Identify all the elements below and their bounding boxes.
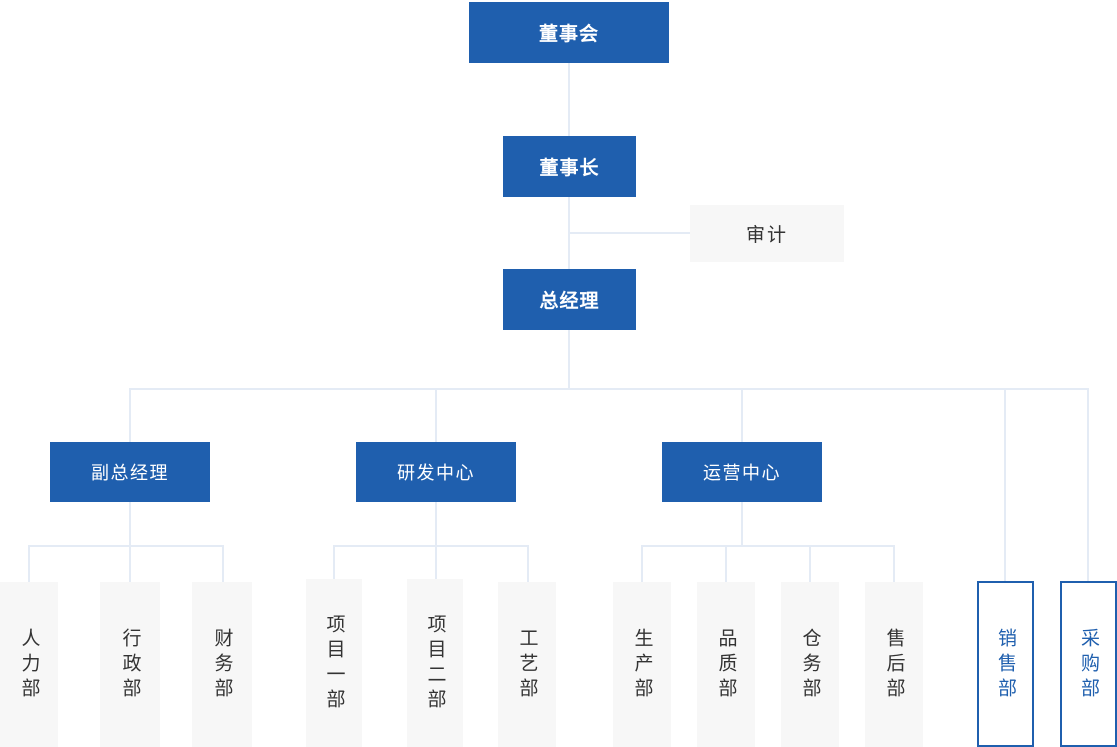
node-audit[interactable]: 审计	[690, 205, 844, 262]
connector-deputy-gm-bus	[28, 545, 224, 547]
node-ops-center[interactable]: 运营中心	[662, 442, 822, 502]
node-dept-sales[interactable]: 销售部	[977, 581, 1034, 747]
connector-drop-admin	[129, 545, 131, 582]
node-dept-quality[interactable]: 品质部	[697, 582, 755, 747]
connector-main-bus	[129, 388, 1089, 390]
connector-bus-drop-purchasing	[1087, 388, 1089, 581]
connector-drop-quality	[725, 545, 727, 582]
node-dept-hr[interactable]: 人力部	[0, 582, 58, 747]
connector-drop-finance	[222, 545, 224, 582]
connector-rd-center-bus	[333, 545, 529, 547]
node-dept-production[interactable]: 生产部	[613, 582, 671, 747]
connector-bus-drop-deputy-gm	[129, 388, 131, 442]
connector-bus-drop-sales	[1004, 388, 1006, 581]
node-dept-project-one[interactable]: 项目一部	[306, 579, 362, 747]
connector-ops-center-bus	[641, 545, 895, 547]
connector-deputy-gm-stem	[129, 502, 131, 546]
node-dept-warehouse[interactable]: 仓务部	[781, 582, 839, 747]
node-deputy-gm[interactable]: 副总经理	[50, 442, 210, 502]
node-general-manager[interactable]: 总经理	[503, 269, 636, 330]
connector-drop-warehouse	[809, 545, 811, 582]
node-board[interactable]: 董事会	[469, 2, 669, 63]
connector-board-to-chairman	[568, 63, 570, 136]
connector-trunk-to-audit	[570, 232, 690, 234]
node-chairman[interactable]: 董事长	[503, 136, 636, 197]
node-dept-purchasing[interactable]: 采购部	[1060, 581, 1117, 747]
connector-chairman-to-gm	[568, 197, 570, 269]
node-dept-finance[interactable]: 财务部	[192, 582, 252, 747]
node-dept-project-two[interactable]: 项目二部	[407, 579, 463, 747]
connector-drop-project-two	[435, 545, 437, 582]
connector-drop-production	[641, 545, 643, 582]
connector-bus-drop-rd-center	[435, 388, 437, 442]
node-dept-aftersales[interactable]: 售后部	[865, 582, 923, 747]
node-rd-center[interactable]: 研发中心	[356, 442, 516, 502]
connector-drop-project-one	[333, 545, 335, 582]
connector-drop-aftersales	[893, 545, 895, 582]
node-dept-admin[interactable]: 行政部	[100, 582, 160, 747]
connector-gm-to-bus	[568, 330, 570, 388]
connector-drop-process	[527, 545, 529, 582]
connector-drop-hr	[28, 545, 30, 582]
connector-ops-center-stem	[741, 502, 743, 546]
connector-rd-center-stem	[435, 502, 437, 546]
node-dept-process[interactable]: 工艺部	[498, 582, 556, 747]
connector-bus-drop-ops-center	[741, 388, 743, 442]
